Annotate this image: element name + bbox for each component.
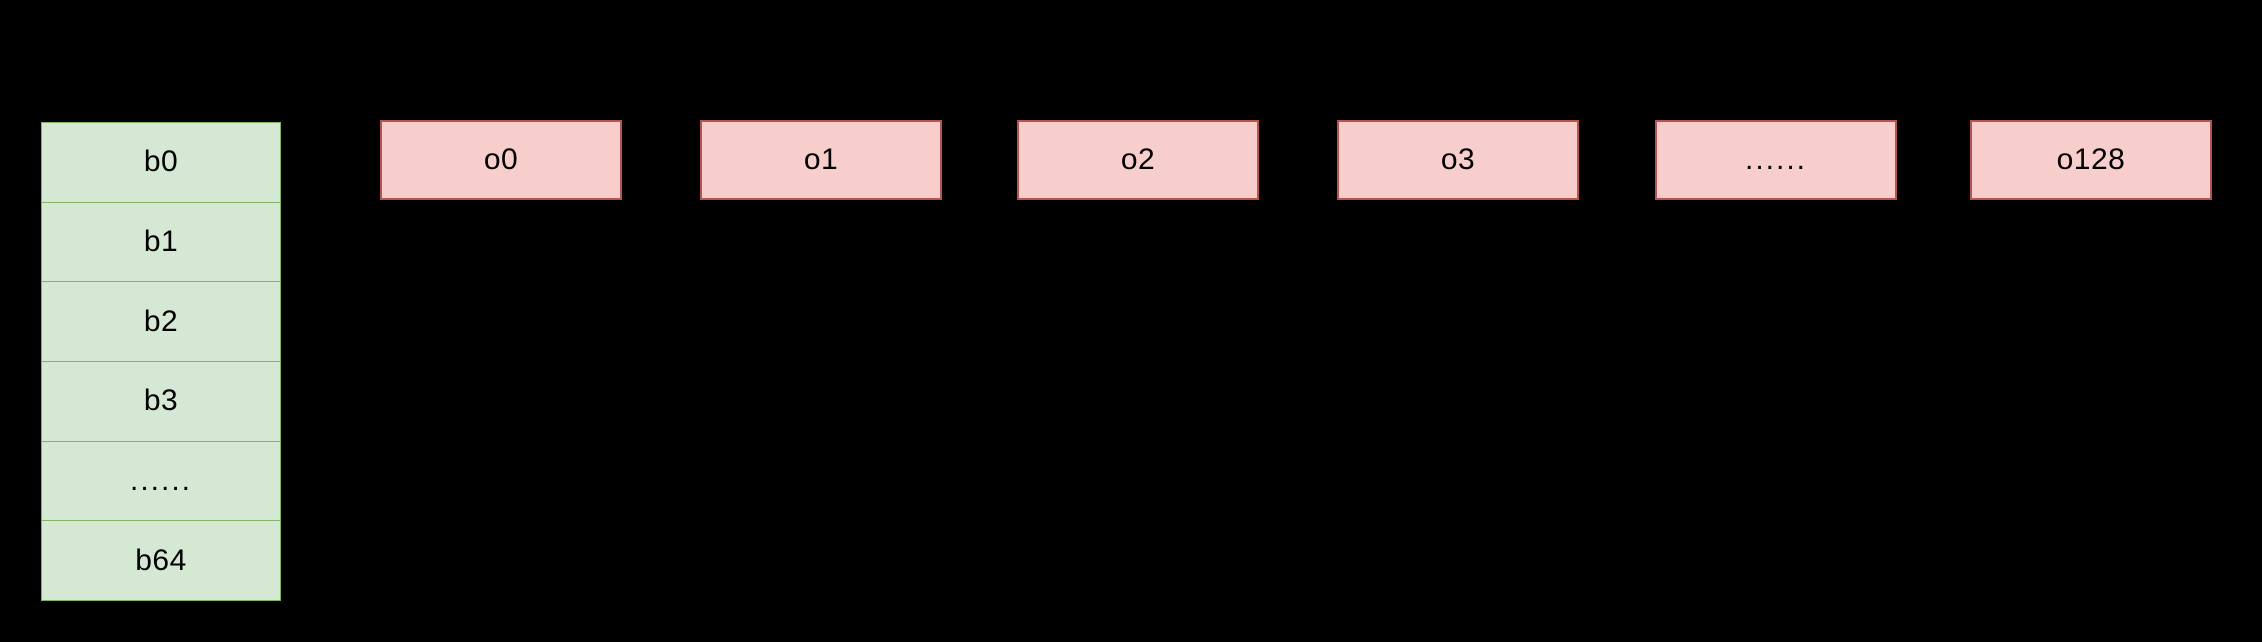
object-row: o0 o1 o2 o3 ...... o128 bbox=[380, 120, 2212, 200]
object-box-o2[interactable]: o2 bbox=[1017, 120, 1259, 200]
block-cell-ellipsis[interactable]: ...... bbox=[41, 440, 281, 522]
block-cell-b2[interactable]: b2 bbox=[41, 281, 281, 363]
block-column: b0 b1 b2 b3 ...... b64 bbox=[41, 122, 281, 602]
block-cell-label: b64 bbox=[135, 543, 187, 577]
block-cell-label: b3 bbox=[143, 384, 179, 418]
block-cell-label: b1 bbox=[143, 225, 179, 258]
object-box-o128[interactable]: o128 bbox=[1970, 120, 2212, 200]
block-cell-b64[interactable]: b64 bbox=[41, 520, 281, 602]
object-box-label: ...... bbox=[1744, 143, 1807, 176]
object-box-label: o2 bbox=[1120, 143, 1156, 176]
object-box-o1[interactable]: o1 bbox=[700, 120, 942, 200]
block-cell-b1[interactable]: b1 bbox=[41, 201, 281, 283]
block-cell-label: ...... bbox=[129, 464, 192, 498]
block-cell-label: b2 bbox=[143, 304, 179, 338]
object-box-o0[interactable]: o0 bbox=[380, 120, 622, 200]
block-cell-label: b0 bbox=[143, 145, 179, 179]
block-cell-b0[interactable]: b0 bbox=[41, 122, 281, 203]
block-cell-b3[interactable]: b3 bbox=[41, 361, 281, 442]
object-box-label: o1 bbox=[803, 143, 839, 176]
object-box-o3[interactable]: o3 bbox=[1337, 120, 1579, 200]
object-box-label: o128 bbox=[2056, 143, 2126, 176]
object-box-ellipsis[interactable]: ...... bbox=[1655, 120, 1897, 200]
object-box-label: o0 bbox=[483, 143, 519, 176]
object-box-label: o3 bbox=[1440, 143, 1476, 176]
